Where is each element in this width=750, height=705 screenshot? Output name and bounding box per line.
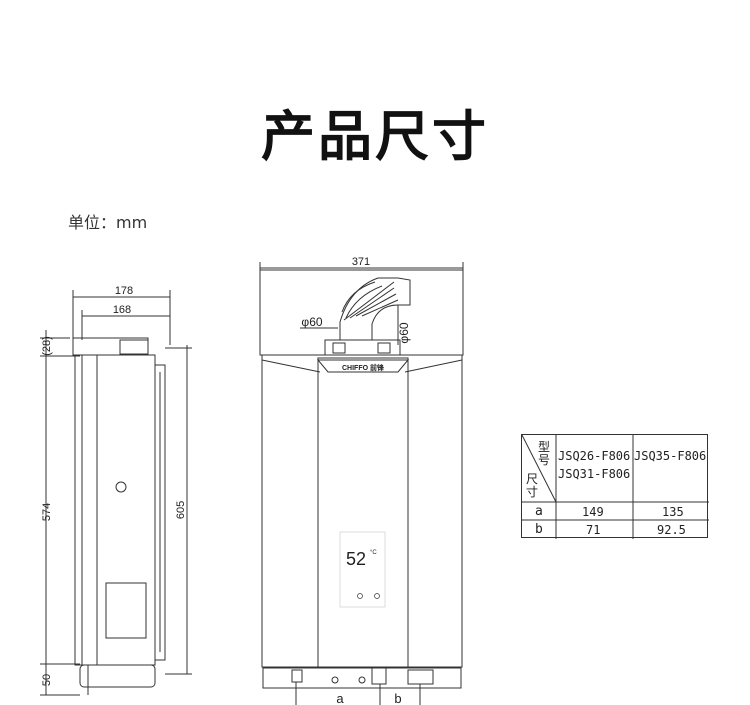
side-dim-50: 50 [41,674,53,686]
side-dim-178: 178 [115,285,133,297]
spec-header-size: 尺寸 [526,472,539,499]
display-unit: °C [370,550,377,556]
spec-row-b-v1: 71 [586,523,601,537]
spec-row-a-v1: 149 [582,505,604,519]
front-pipe-diameter-h: φ60 [301,315,322,329]
side-dim-605: 605 [175,501,187,519]
unit-label: 单位：mm [68,213,148,232]
spec-row-b-v2: 92.5 [657,523,686,537]
front-label-b: b [394,691,401,705]
front-dim-371: 371 [352,256,370,268]
spec-row-a-v2: 135 [662,505,684,519]
side-dim-168: 168 [113,304,131,316]
spec-model-2: JSQ35-F806 [634,449,707,463]
power-button-icon [357,593,363,599]
side-view [40,290,192,696]
brand-logo: CHIFFO 前锋 [342,363,385,372]
spec-row-a-label: a [535,504,543,519]
page-title: 产品尺寸 [261,105,489,168]
control-panel: 52 °C [339,531,386,608]
spec-model-1: JSQ26-F806 [558,449,631,463]
spec-table: 型号 尺寸 JSQ26-F806 JSQ31-F806 JSQ35-F806 a… [521,434,709,539]
spec-row-b-label: b [535,522,543,537]
spec-model-1b: JSQ31-F806 [558,467,631,481]
side-dim-28: (28) [41,336,53,356]
front-pipe-diameter-v: φ60 [397,322,411,343]
spec-header-model: 型号 [538,440,551,467]
front-view [259,262,464,705]
side-dim-574: 574 [41,503,53,521]
front-label-a: a [336,691,344,705]
display-temperature: 52 [346,549,366,569]
spec-table-grid [522,435,709,539]
mode-button-icon [374,593,380,599]
